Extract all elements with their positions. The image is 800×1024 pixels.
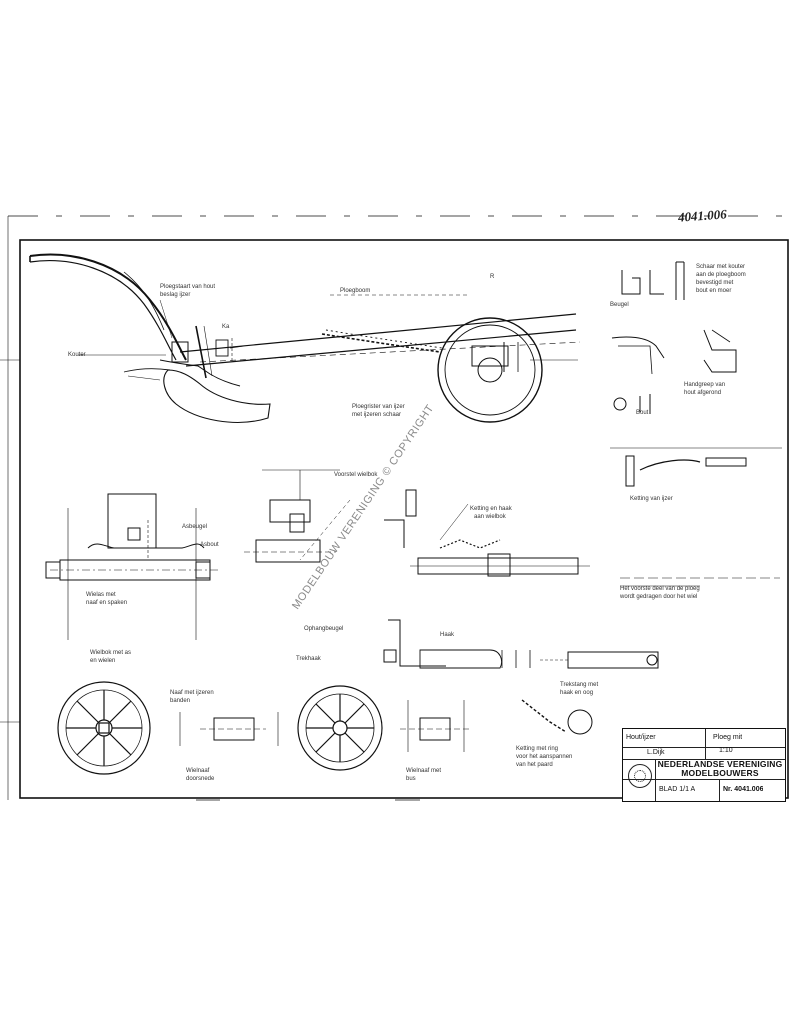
coupling-detail <box>244 469 417 563</box>
svg-text:Trekstang met: Trekstang met <box>560 682 598 688</box>
svg-text:banden: banden <box>170 698 190 704</box>
svg-text:Wielas met: Wielas met <box>86 592 116 598</box>
svg-text:Ploegboom: Ploegboom <box>340 288 370 294</box>
title-block: Hout/ijzer L.Dijk Ploeg mit 1:10 NEDERLA… <box>622 728 786 802</box>
svg-text:Asbout: Asbout <box>200 542 219 548</box>
svg-text:met ijzeren schaar: met ijzeren schaar <box>352 412 401 418</box>
svg-text:Ketting met ring: Ketting met ring <box>516 746 558 752</box>
svg-text:van het paard: van het paard <box>516 762 553 768</box>
svg-text:Haak: Haak <box>440 632 455 638</box>
plough-side-view <box>29 253 581 423</box>
svg-text:Kouter: Kouter <box>68 352 86 358</box>
lower-annotations: Trekhaak Ophangbeugel Trekstang met haak… <box>296 626 598 696</box>
svg-text:doorsnede: doorsnede <box>186 776 215 782</box>
svg-text:aan wielbok: aan wielbok <box>474 514 507 520</box>
wheel-axle-side-detail <box>410 503 590 577</box>
plough-annotations: Ploegstaart van hout beslag ijzer Ploegb… <box>68 274 495 418</box>
svg-text:Ophangbeugel: Ophangbeugel <box>304 626 343 632</box>
svg-text:bus: bus <box>406 776 416 782</box>
detail-top-right-notes: Schaar met kouter aan de ploegboom beves… <box>610 264 746 600</box>
title-block-organization-line1: NEDERLANDSE VERENIGING <box>657 760 783 769</box>
svg-text:Asbeugel: Asbeugel <box>182 524 207 530</box>
svg-text:Voorstel wielbok: Voorstel wielbok <box>334 472 378 478</box>
title-block-scale: 1:10 <box>719 747 733 754</box>
wheel-left <box>57 681 151 775</box>
svg-text:Het voorste deel van de ploeg: Het voorste deel van de ploeg <box>620 586 700 592</box>
middle-annotations: Voorstel wielbok Asbeugel Asbout Ketting… <box>86 472 513 664</box>
title-block-model-name: Ploeg mit <box>713 734 743 741</box>
svg-text:Ketting en haak: Ketting en haak <box>470 506 513 512</box>
chain-ring-detail <box>521 699 593 735</box>
svg-text:Schaar met kouter: Schaar met kouter <box>696 264 745 270</box>
svg-text:aan de ploegboom: aan de ploegboom <box>696 272 746 278</box>
svg-text:haak en oog: haak en oog <box>560 690 593 696</box>
svg-text:R: R <box>490 274 495 280</box>
svg-text:bevestigd met: bevestigd met <box>696 280 734 286</box>
svg-text:voor het aanspannen: voor het aanspannen <box>516 754 572 760</box>
svg-text:Wielbok met as: Wielbok met as <box>90 650 131 656</box>
svg-text:hout afgerond: hout afgerond <box>684 390 721 396</box>
svg-text:Wielnaaf: Wielnaaf <box>186 768 210 774</box>
svg-text:Handgreep van: Handgreep van <box>684 382 725 388</box>
hub-details <box>179 700 470 752</box>
svg-text:Ploegstaart van hout: Ploegstaart van hout <box>160 284 215 290</box>
title-block-sheet: BLAD 1/1 A <box>659 786 696 793</box>
svg-text:Naaf met ijzeren: Naaf met ijzeren <box>170 690 214 696</box>
title-block-drawn-by: L.Dijk <box>647 749 665 756</box>
title-block-material: Hout/ijzer <box>626 734 656 741</box>
wheel-middle <box>297 685 383 771</box>
drawing-frame <box>0 215 789 801</box>
svg-text:Ketting van ijzer: Ketting van ijzer <box>630 496 673 502</box>
association-logo <box>628 764 652 788</box>
svg-text:wordt gedragen door het wiel: wordt gedragen door het wiel <box>619 594 697 600</box>
svg-text:Trekhaak: Trekhaak <box>296 656 322 662</box>
svg-text:naaf en spaken: naaf en spaken <box>86 600 127 606</box>
svg-text:en wielen: en wielen <box>90 658 115 664</box>
title-block-drawing-number: Nr. 4041.006 <box>723 786 764 793</box>
detail-top-right <box>610 261 782 587</box>
svg-text:Ploegrister van ijzer: Ploegrister van ijzer <box>352 404 405 410</box>
svg-text:bout en moer: bout en moer <box>696 288 731 294</box>
hitch-detail <box>383 619 659 669</box>
svg-text:Bout: Bout <box>636 410 649 416</box>
svg-text:beslag ijzer: beslag ijzer <box>160 292 190 298</box>
svg-text:Beugel: Beugel <box>610 302 629 308</box>
svg-text:Wielnaaf met: Wielnaaf met <box>406 768 441 774</box>
axle-front-view <box>45 493 220 640</box>
title-block-organization-line2: MODELBOUWERS <box>681 769 759 778</box>
bottom-annotations: Naaf met ijzeren banden Wielnaaf doorsne… <box>170 690 572 782</box>
svg-text:Ka: Ka <box>222 324 230 330</box>
